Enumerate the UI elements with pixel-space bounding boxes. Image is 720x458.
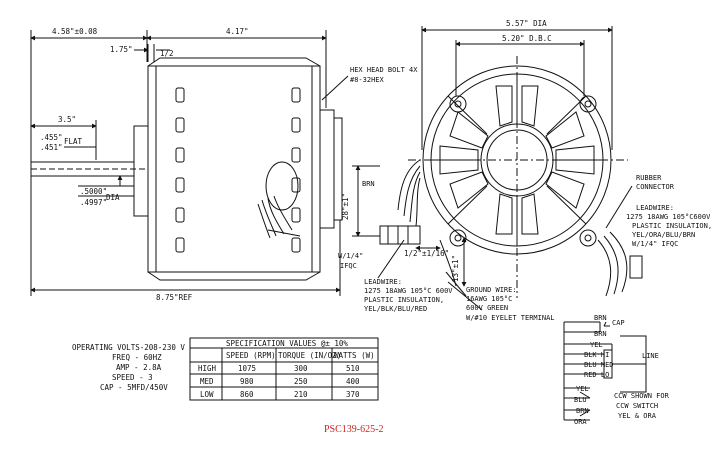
svg-text:W/1/4" IFQC: W/1/4" IFQC [632, 240, 678, 248]
spec-header-watts: WATTS (W) [334, 351, 375, 360]
ratings-block: OPERATING VOLTS-208-230 V FREQ - 60HZ AM… [72, 343, 185, 392]
svg-text:CONNECTOR: CONNECTOR [636, 183, 675, 191]
spec-row-name: MED [200, 377, 214, 386]
spec-cell: 210 [294, 390, 308, 399]
svg-text:RUBBER: RUBBER [636, 174, 662, 182]
svg-text:600V GREEN: 600V GREEN [466, 304, 508, 312]
dim-520: 5.20" D.B.C [502, 34, 552, 43]
spec-row-name: LOW [200, 390, 214, 399]
wire-brn: BRN [594, 314, 607, 322]
rating-cap: CAP - 5MFD/450V [100, 383, 168, 392]
spec-cell: 250 [294, 377, 308, 386]
wire-cap: CAP [612, 319, 625, 327]
spec-cell: 300 [294, 364, 308, 373]
dim-4997: .4997" [80, 198, 107, 207]
spec-header-speed: SPEED (RPM) [226, 351, 276, 360]
hex-head-note: HEX HEAD BOLT 4X #8-32HEX [350, 66, 418, 84]
rating-freq: FREQ - 60HZ [112, 353, 162, 362]
wire-blu-med: BLU MED [584, 361, 614, 369]
wire-ora: ORA [574, 418, 587, 426]
dim-35: 3.5" [58, 115, 76, 124]
end-dimensions: 5.57" DIA 5.20" D.B.C 28"±1" 1/2"±1/16" … [341, 19, 552, 282]
dim-28: 28"±1" [341, 193, 350, 220]
svg-text:16AWG 105°C: 16AWG 105°C [466, 295, 512, 303]
spec-cell: 400 [346, 377, 360, 386]
wire-blk-hi: BLK HI [584, 351, 609, 359]
brn-label: BRN [362, 180, 375, 188]
spec-cell: 980 [240, 377, 254, 386]
side-view [30, 30, 349, 296]
svg-text:W/#10 EYELET TERMINAL: W/#10 EYELET TERMINAL [466, 314, 555, 322]
ccw-note: CCW SWITCH [616, 402, 658, 410]
dim-5000: .5000" [80, 187, 107, 196]
ccw-note: YEL & ORA [618, 412, 657, 420]
svg-text:1275 18AWG 105°C600V: 1275 18AWG 105°C600V [626, 213, 711, 221]
spec-header-torque: TORQUE (IN/OZ) [278, 351, 341, 360]
spec-table: SPECIFICATION VALUES @± 10% SPEED (RPM) … [189, 337, 379, 401]
dim-417: 4.17" [226, 27, 249, 36]
svg-text:YEL/ORA/BLU/BRN: YEL/ORA/BLU/BRN [632, 231, 695, 239]
svg-text:YEL/BLK/BLU/RED: YEL/BLK/BLU/RED [364, 305, 427, 313]
dim-557: 5.57" DIA [506, 19, 547, 28]
vent-slots [175, 87, 301, 253]
svg-text:PLASTIC INSULATION,: PLASTIC INSULATION, [632, 222, 712, 230]
dim-451: .451" [40, 143, 63, 152]
dim-12: 1/2 [160, 49, 174, 58]
dim-flat: FLAT [64, 137, 83, 146]
wire-red-lo: RED LO [584, 371, 609, 379]
ccw-note: CCW SHOWN FOR [614, 392, 670, 400]
wire-yel2: YEL [576, 385, 589, 393]
svg-text:GROUND WIRE:: GROUND WIRE: [466, 286, 517, 294]
ifqc-label: IFQC [340, 262, 357, 270]
end-view-labels: BRN W/1/4" IFQC LEADWIRE: 1275 18AWG 105… [338, 174, 712, 322]
svg-text:#8-32HEX: #8-32HEX [350, 76, 385, 84]
wire-blu: BLU [574, 396, 587, 404]
spec-cell: 370 [346, 390, 360, 399]
dim-875: 8.75"REF [156, 293, 193, 302]
wiring-labels: BRN CAP BRN YEL BLK HI BLU MED RED LO LI… [574, 314, 670, 426]
wire-brn3: BRN [576, 407, 589, 415]
svg-text:LEADWIRE:: LEADWIRE: [364, 278, 402, 286]
part-number: PSC139-625-2 [324, 424, 383, 435]
rating-amp: AMP - 2.8A [116, 363, 162, 372]
spec-title: SPECIFICATION VALUES @± 10% [226, 339, 348, 348]
wiring-diagram [563, 321, 647, 421]
rating-volts: OPERATING VOLTS-208-230 V [72, 343, 185, 352]
dim-1216: 1/2"±1/16" [404, 249, 449, 258]
dim-458: 4.58"±0.08 [52, 27, 98, 36]
spec-cell: 1075 [238, 364, 256, 373]
dim-dia: DIA [106, 193, 120, 202]
dim-455: .455" [40, 133, 63, 142]
wire-brn: BRN [594, 330, 607, 338]
svg-text:LEADWIRE:: LEADWIRE: [636, 204, 674, 212]
dim-175: 1.75" [110, 45, 133, 54]
svg-text:HEX HEAD BOLT 4X: HEX HEAD BOLT 4X [350, 66, 418, 74]
wire-line: LINE [642, 352, 659, 360]
spec-cell: 860 [240, 390, 254, 399]
svg-text:PLASTIC INSULATION,: PLASTIC INSULATION, [364, 296, 444, 304]
rating-speed: SPEED - 3 [112, 373, 153, 382]
end-view [352, 26, 643, 311]
wire-yel: YEL [590, 341, 603, 349]
spec-cell: 510 [346, 364, 360, 373]
w14-label: W/1/4" [338, 252, 363, 260]
svg-text:1275 18AWG 105°C 600V: 1275 18AWG 105°C 600V [364, 287, 453, 295]
side-dimensions: 4.58"±0.08 4.17" 1.75" 1/2 3.5" .455" .4… [40, 27, 249, 302]
spec-row-name: HIGH [198, 364, 217, 373]
dim-13: 13"±1" [451, 255, 460, 282]
